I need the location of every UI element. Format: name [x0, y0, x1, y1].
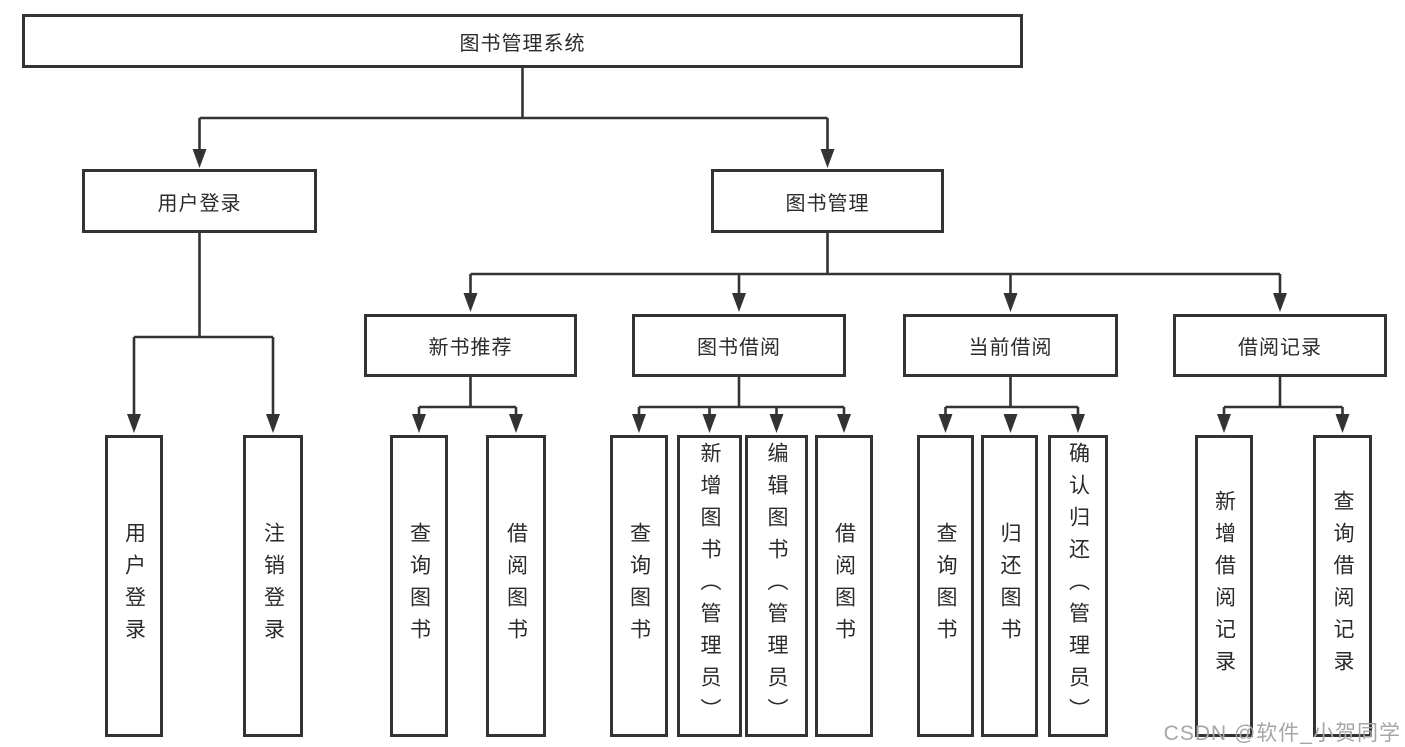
leaf-recommend-borrow-books: 借阅图书 — [486, 435, 546, 737]
leaf-current-query-books: 查询图书 — [917, 435, 974, 737]
connector-user-login-branch — [127, 233, 280, 433]
leaf-borrowing-borrow-books-label: 借阅图书 — [832, 522, 856, 650]
node-current-borrowing-label: 当前借阅 — [968, 337, 1053, 359]
leaf-borrowing-edit-books-admin-label: 编辑图书（管理员） — [765, 442, 788, 730]
leaf-borrowing-edit-books-admin: 编辑图书（管理员） — [745, 435, 808, 737]
node-borrowing-records: 借阅记录 — [1173, 314, 1387, 377]
leaf-borrowing-query-books-label: 查询图书 — [627, 522, 651, 650]
connector-borrowing-records-branch — [1217, 377, 1350, 433]
node-user-login-label: 用户登录 — [157, 192, 242, 215]
leaf-current-confirm-return-admin: 确认归还（管理员） — [1048, 435, 1108, 737]
leaf-current-return-books-label: 归还图书 — [998, 522, 1021, 650]
connector-root-to-level2 — [192, 68, 835, 168]
connector-book-management-branch — [463, 233, 1287, 312]
node-user-login: 用户登录 — [82, 169, 317, 233]
connector-book-borrowing-branch — [632, 377, 851, 433]
node-current-borrowing: 当前借阅 — [903, 314, 1118, 377]
leaf-logout: 注销登录 — [243, 435, 303, 737]
node-book-management-label: 图书管理 — [785, 192, 870, 215]
node-book-borrowing-label: 图书借阅 — [697, 337, 781, 359]
leaf-borrowing-borrow-books: 借阅图书 — [815, 435, 873, 737]
leaf-user-login: 用户登录 — [105, 435, 163, 737]
leaf-recommend-query-books-label: 查询图书 — [407, 522, 431, 650]
leaf-borrowing-add-books-admin-label: 新增图书（管理员） — [698, 442, 721, 730]
node-borrowing-records-label: 借阅记录 — [1238, 337, 1322, 359]
leaf-current-query-books-label: 查询图书 — [934, 522, 957, 650]
leaf-borrowing-add-books-admin: 新增图书（管理员） — [677, 435, 742, 737]
connector-new-book-recommend-branch — [412, 377, 523, 433]
leaf-recommend-borrow-books-label: 借阅图书 — [504, 522, 528, 650]
leaf-records-add-record-label: 新增借阅记录 — [1212, 490, 1236, 682]
leaf-current-confirm-return-admin-label: 确认归还（管理员） — [1066, 442, 1090, 730]
leaf-borrowing-query-books: 查询图书 — [610, 435, 668, 737]
connector-current-borrowing-branch — [938, 377, 1085, 433]
node-book-management: 图书管理 — [711, 169, 944, 233]
node-new-book-recommend-label: 新书推荐 — [428, 337, 513, 359]
leaf-current-return-books: 归还图书 — [981, 435, 1038, 737]
node-new-book-recommend: 新书推荐 — [364, 314, 577, 377]
leaf-records-add-record: 新增借阅记录 — [1195, 435, 1253, 737]
node-book-borrowing: 图书借阅 — [632, 314, 846, 377]
node-book-management-system: 图书管理系统 — [22, 14, 1023, 68]
node-book-management-system-label: 图书管理系统 — [459, 32, 586, 55]
leaf-recommend-query-books: 查询图书 — [390, 435, 448, 737]
leaf-logout-label: 注销登录 — [261, 522, 285, 650]
csdn-watermark: CSDN @软件_小贺同学 — [1163, 722, 1401, 745]
leaf-records-query-record: 查询借阅记录 — [1313, 435, 1372, 737]
leaf-user-login-label: 用户登录 — [122, 522, 146, 650]
leaf-records-query-record-label: 查询借阅记录 — [1331, 490, 1354, 682]
